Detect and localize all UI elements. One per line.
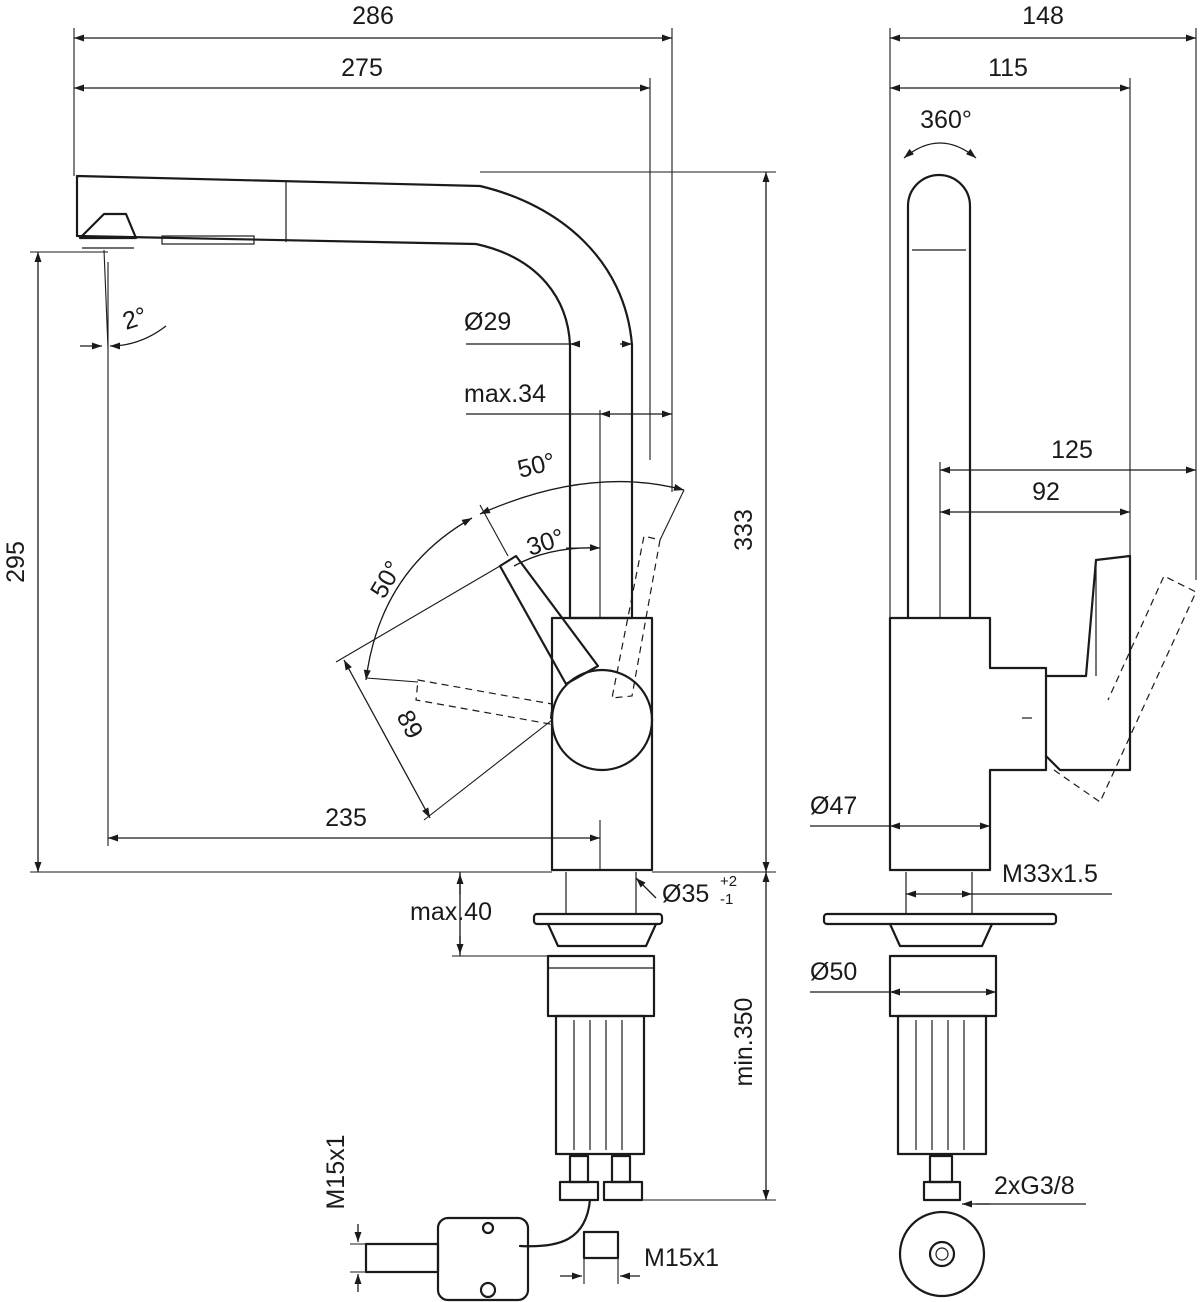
dim-29-label: Ø29 <box>464 308 511 336</box>
dim-max-40: max.40 <box>410 872 548 957</box>
lever-handle <box>498 554 600 686</box>
dim-max34-label: max.34 <box>464 380 546 408</box>
dim-295: 295 <box>2 251 552 873</box>
dim-min350-label: min.350 <box>730 998 758 1087</box>
dim-50-left-label: 50° <box>365 556 408 603</box>
lever-alt-position-back <box>611 535 661 699</box>
side-hose-connector-inner <box>928 1240 956 1268</box>
side-body <box>888 616 1048 872</box>
dim-m15x1-h-label: M15x1 <box>644 1244 719 1272</box>
dim-angle-30: 30° <box>513 523 601 567</box>
dim-50-label: Ø50 <box>810 958 857 986</box>
dim-angle-50-left: 50° <box>335 517 501 683</box>
dim-m33-label: M33x1.5 <box>1002 860 1098 888</box>
dim-diameter-50: Ø50 <box>810 958 996 996</box>
dim-2xg3-8: 2xG3/8 <box>962 1172 1086 1208</box>
dim-360: 360° <box>903 106 977 159</box>
dim-295-label: 295 <box>2 541 30 583</box>
dim-m33x1-5: M33x1.5 <box>906 860 1112 898</box>
dim-286-label: 286 <box>352 2 394 30</box>
dim-diameter-35: Ø35 +2 -1 <box>635 873 737 908</box>
dim-g38-label: 2xG3/8 <box>994 1172 1075 1200</box>
dim-2-label: 2° <box>119 302 150 336</box>
dim-30-label: 30° <box>523 523 568 561</box>
side-hose-connector <box>898 1210 986 1298</box>
dim-275: 275 <box>74 54 651 460</box>
dim-35-tol-minus: -1 <box>720 891 733 908</box>
dim-360-label: 360° <box>920 106 972 134</box>
dim-35-label: Ø35 <box>662 880 709 908</box>
dim-333: 333 <box>480 171 776 873</box>
spray-button <box>161 235 255 245</box>
spray-head-nozzle <box>78 212 138 240</box>
mounting-plate <box>532 912 664 926</box>
dim-125: 125 <box>939 436 1196 618</box>
dim-235: 235 <box>107 262 601 870</box>
shank-grip <box>554 1014 646 1156</box>
dim-angle-2: 2° <box>80 249 167 350</box>
dim-89-label: 89 <box>391 706 429 744</box>
side-shank-grip-ribs <box>915 1020 965 1150</box>
dim-92: 92 <box>940 478 1130 516</box>
supply-fittings <box>558 1154 644 1202</box>
fixing-clamp <box>546 922 658 948</box>
dim-235-label: 235 <box>325 804 367 832</box>
side-fixing-clamp <box>888 922 994 948</box>
dim-125-label: 125 <box>1051 436 1093 464</box>
dim-275-label: 275 <box>341 54 383 82</box>
dim-diameter-47: Ø47 <box>810 792 990 830</box>
connector-screw-bottom <box>479 1281 497 1299</box>
side-fixing-nut <box>888 954 998 1018</box>
connector-screw-top <box>481 1221 495 1235</box>
dim-35-tol-plus: +2 <box>720 873 737 890</box>
dim-47-label: Ø47 <box>810 792 857 820</box>
dim-angle-50-top: 50° <box>479 448 685 557</box>
shank-grip-ribs <box>573 1020 623 1150</box>
side-hose-connector-core <box>935 1247 949 1261</box>
dim-286: 286 <box>73 2 673 492</box>
dim-50-top-label: 50° <box>515 448 558 484</box>
hose-nut <box>582 1230 620 1260</box>
side-view: 148 115 360° 125 92 Ø47 M33x1.5 <box>810 2 1197 1298</box>
faucet-body <box>550 616 654 872</box>
lever-alt-position-side <box>415 679 553 725</box>
side-supply-fittings <box>922 1154 962 1202</box>
dim-148-label: 148 <box>1022 2 1064 30</box>
dim-333-label: 333 <box>730 509 758 551</box>
dim-m15x1-v-label: M15x1 <box>322 1134 350 1209</box>
dim-m15x1-horizontal: M15x1 <box>560 1244 719 1284</box>
dim-max40-label: max.40 <box>410 898 492 926</box>
side-mounting-plate <box>822 912 1058 926</box>
hose-bend <box>518 1198 592 1248</box>
dim-148: 148 <box>889 2 1197 618</box>
lever-hub <box>550 668 654 772</box>
dim-min-350: min.350 <box>642 872 776 1201</box>
dim-diameter-29: Ø29 <box>464 308 632 348</box>
dim-m15x1-vertical: M15x1 <box>322 1134 368 1292</box>
dim-92-label: 92 <box>1032 478 1060 506</box>
dim-115-label: 115 <box>988 54 1028 82</box>
front-view: 286 275 Ø29 max.34 50° 30° <box>2 2 776 1302</box>
dim-115: 115 <box>890 54 1131 556</box>
hose-inlet <box>364 1242 440 1274</box>
side-shank-grip <box>896 1014 988 1156</box>
side-lever <box>1044 554 1132 772</box>
dim-max-34: max.34 <box>464 380 672 618</box>
side-spout-column <box>906 173 972 620</box>
side-lever-alt-position <box>1053 575 1197 803</box>
fixing-nut <box>546 954 656 1018</box>
dim-89: 89 <box>343 659 553 821</box>
